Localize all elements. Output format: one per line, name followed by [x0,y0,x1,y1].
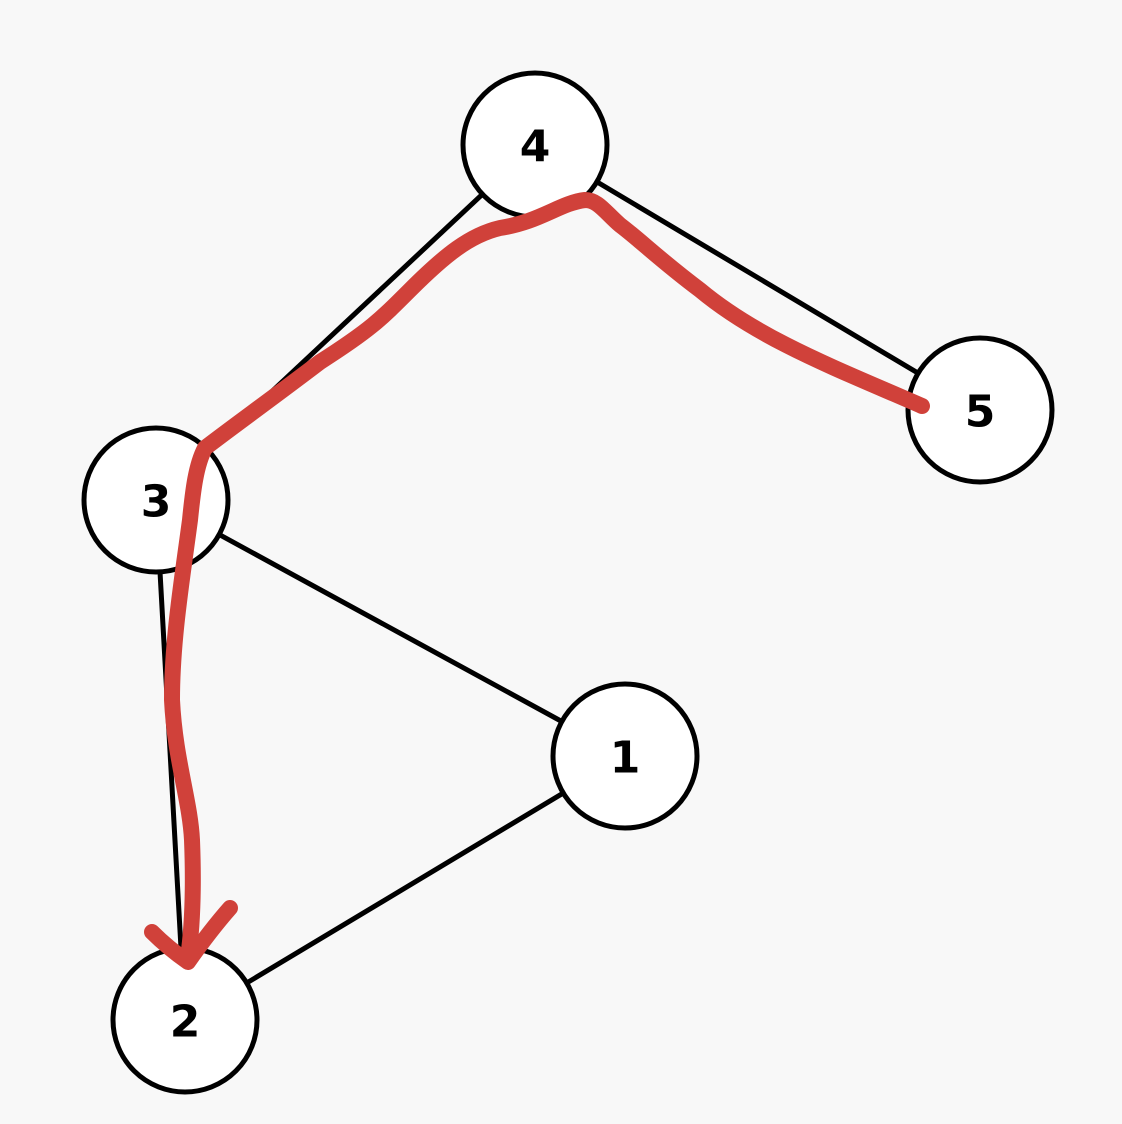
edge-4-5 [532,142,983,413]
arrowhead-stroke [144,900,238,970]
node-5: 5 [905,335,1055,485]
edge-3-1 [153,497,628,759]
node-1-label: 1 [610,733,641,784]
edges [153,142,983,1023]
highlighted-path [144,192,930,970]
edge-1-2 [182,753,628,1023]
node-1: 1 [550,681,700,831]
node-2-label: 2 [170,997,201,1048]
node-2: 2 [110,945,260,1095]
node-5-circle [905,335,1055,485]
node-1-circle [550,681,700,831]
node-4: 4 [460,70,610,220]
edge-3-2 [153,497,188,1023]
node-4-label: 4 [520,122,551,173]
highlighted-path-stroke [164,192,930,966]
node-3-label: 3 [141,477,172,528]
node-5-label: 5 [965,387,996,438]
